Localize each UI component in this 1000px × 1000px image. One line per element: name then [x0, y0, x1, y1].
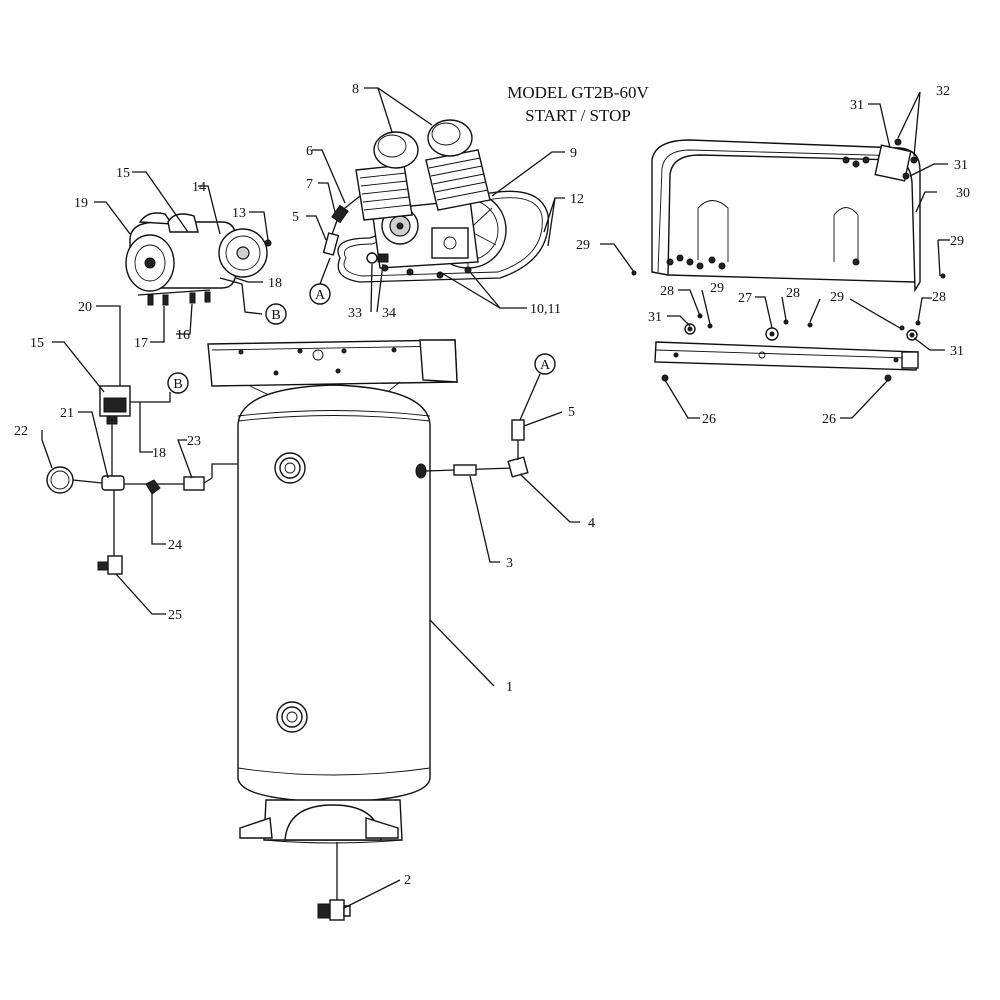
- pressure-switch-assembly: [46, 385, 213, 575]
- svg-text:A: A: [315, 288, 326, 303]
- svg-text:B: B: [271, 308, 280, 323]
- callout-22: 22: [14, 424, 28, 439]
- model-subtitle: START / STOP: [525, 106, 631, 125]
- callout-31-d: 31: [950, 344, 964, 359]
- callout-29-b: 29: [710, 281, 724, 296]
- check-valve-assembly: [425, 419, 529, 478]
- callout-28-a: 28: [660, 284, 674, 299]
- callout-21: 21: [60, 406, 74, 421]
- callout-24: 24: [168, 538, 182, 553]
- callout-15-motor: 15: [116, 166, 130, 181]
- callout-5-tank: 5: [568, 405, 575, 420]
- callout-32: 32: [936, 84, 950, 99]
- callout-31-c: 31: [648, 310, 662, 325]
- callout-19: 19: [74, 196, 88, 211]
- callout-23: 23: [187, 434, 201, 449]
- drain-valve: [317, 842, 351, 921]
- air-tank: [207, 339, 458, 844]
- connector-b-switch: B: [167, 372, 189, 394]
- leader-lines: [41, 87, 950, 909]
- connector-a-tank: A: [519, 353, 556, 421]
- callout-labels: 1 2 3 4 5 5 6 7 8 9 10,11 12 13 14 15 15…: [14, 82, 970, 888]
- callout-26-left: 26: [702, 412, 716, 427]
- callout-8: 8: [352, 82, 359, 97]
- callout-33: 33: [348, 306, 362, 321]
- pump-assembly: [322, 119, 549, 283]
- callout-18-switch: 18: [152, 446, 166, 461]
- callout-29-d: 29: [950, 234, 964, 249]
- callout-14: 14: [192, 180, 206, 195]
- callout-29-a: 29: [576, 238, 590, 253]
- callout-15-switch: 15: [30, 336, 44, 351]
- callout-18-motor: 18: [268, 276, 282, 291]
- callout-27: 27: [738, 291, 752, 306]
- callout-28-c: 28: [932, 290, 946, 305]
- callout-34: 34: [382, 306, 396, 321]
- callout-28-b: 28: [786, 286, 800, 301]
- callout-6: 6: [306, 144, 313, 159]
- connector-a-pump: A: [309, 257, 331, 305]
- connector-b-motor: B: [265, 303, 287, 325]
- callout-26-right: 26: [822, 412, 836, 427]
- callout-12: 12: [570, 192, 584, 207]
- callout-16: 16: [176, 328, 190, 343]
- callout-31-a: 31: [850, 98, 864, 113]
- callout-31-b: 31: [954, 158, 968, 173]
- callout-5-pump: 5: [292, 210, 299, 225]
- motor-assembly: [125, 212, 272, 315]
- callout-10-11: 10,11: [530, 302, 561, 317]
- vent-pattern: [666, 156, 870, 270]
- svg-text:B: B: [173, 377, 182, 392]
- model-title: MODEL GT2B-60V: [507, 83, 649, 102]
- callout-7: 7: [306, 177, 313, 192]
- callout-20: 20: [78, 300, 92, 315]
- callout-29-c: 29: [830, 290, 844, 305]
- callout-1: 1: [506, 680, 513, 695]
- callout-17: 17: [134, 336, 148, 351]
- callout-4: 4: [588, 516, 595, 531]
- callout-9: 9: [570, 146, 577, 161]
- svg-text:A: A: [540, 358, 551, 373]
- belt-guard: [631, 138, 946, 382]
- callout-30: 30: [956, 186, 970, 201]
- callout-2: 2: [404, 873, 411, 888]
- callout-13: 13: [232, 206, 246, 221]
- callout-3: 3: [506, 556, 513, 571]
- callout-25: 25: [168, 608, 182, 623]
